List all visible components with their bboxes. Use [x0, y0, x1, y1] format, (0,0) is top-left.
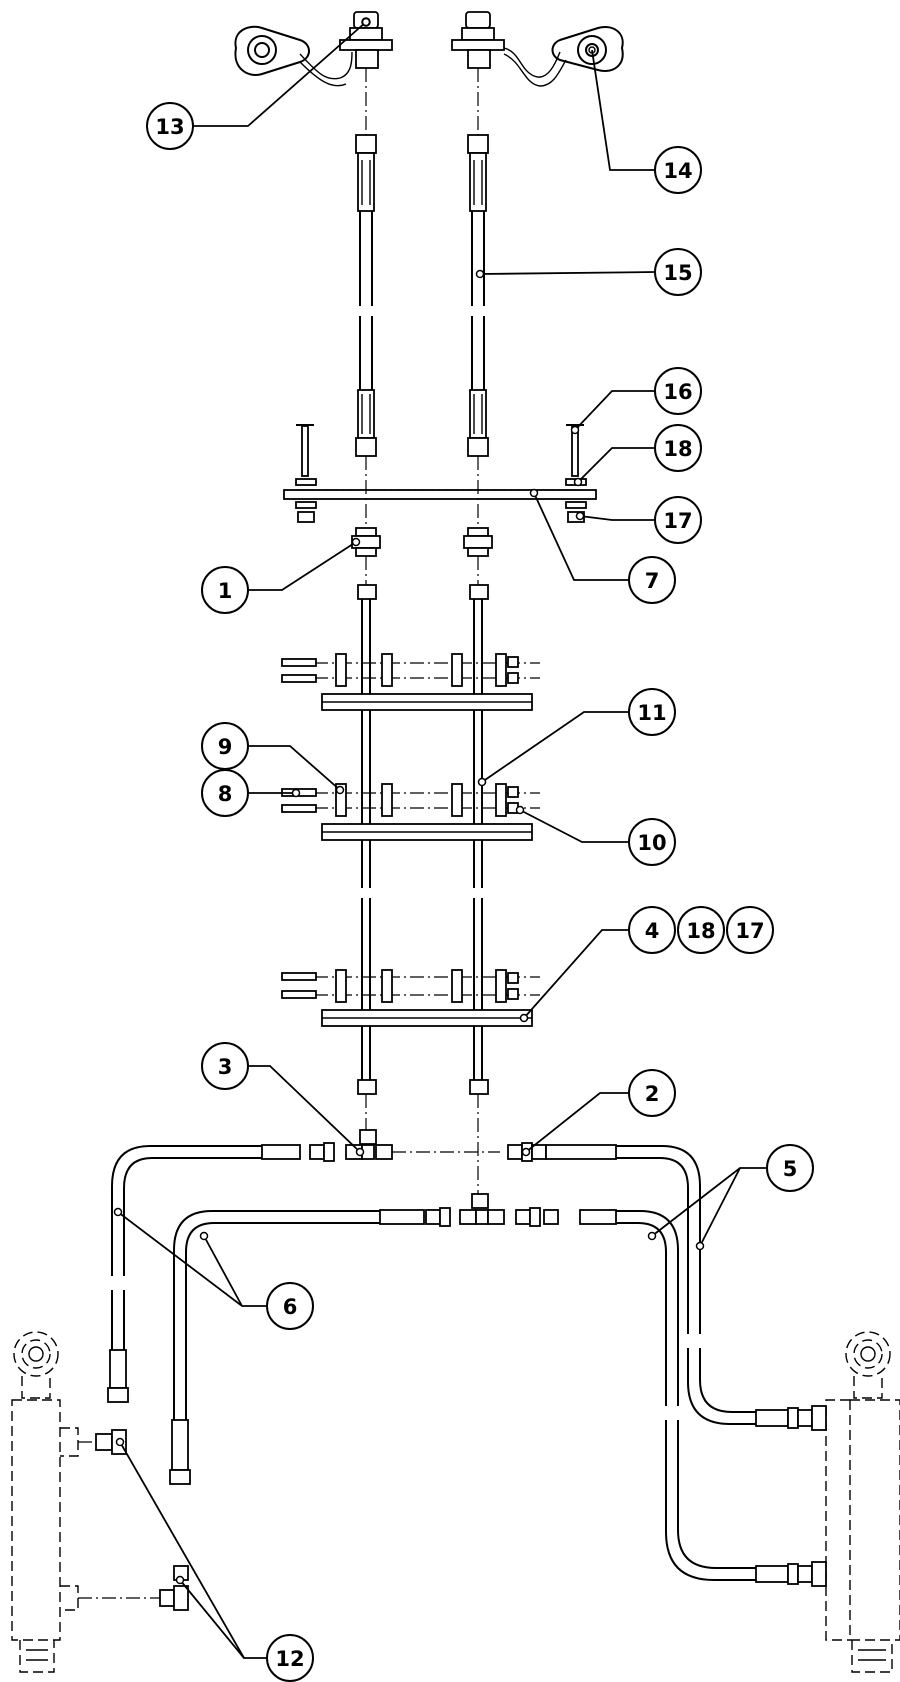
- svg-text:12: 12: [275, 1647, 304, 1671]
- clamp-assembly-lower: [281, 969, 540, 1027]
- callout-11: 11: [628, 688, 676, 736]
- right-plate-bolt: [565, 424, 587, 523]
- bulkhead-fitting-right: [463, 527, 493, 557]
- svg-text:15: 15: [663, 261, 692, 285]
- svg-text:17: 17: [735, 919, 764, 943]
- right-quick-coupler: [451, 11, 624, 87]
- upper-hose-right: [467, 134, 489, 457]
- svg-text:18: 18: [663, 437, 692, 461]
- callout-8: 8: [201, 769, 249, 817]
- callout-4: 4: [628, 906, 676, 954]
- svg-text:11: 11: [637, 701, 666, 725]
- left-plate-bolt: [295, 424, 317, 523]
- callout-3: 3: [201, 1042, 249, 1090]
- svg-text:10: 10: [637, 831, 666, 855]
- callout-4-18: 18: [677, 906, 725, 954]
- upper-hose-left: [355, 134, 377, 457]
- callout-14: 14: [654, 146, 702, 194]
- tee-fitting-lower: [425, 1193, 559, 1227]
- mounting-plate: [283, 489, 597, 500]
- callout-4-17: 17: [726, 906, 774, 954]
- callout-12: 12: [266, 1634, 314, 1682]
- callout-1: 1: [201, 566, 249, 614]
- callout-5: 5: [766, 1144, 814, 1192]
- callout-2: 2: [628, 1069, 676, 1117]
- hose-6-outer: [107, 1144, 301, 1403]
- callout-10: 10: [628, 818, 676, 866]
- leader-lines: [113, 17, 768, 1659]
- hose-6-inner: [169, 1209, 425, 1485]
- svg-text:9: 9: [218, 735, 233, 759]
- callout-7: 7: [628, 556, 676, 604]
- svg-text:3: 3: [218, 1055, 233, 1079]
- svg-text:1: 1: [218, 579, 233, 603]
- clamp-assembly-upper: [281, 653, 540, 711]
- svg-text:18: 18: [686, 919, 715, 943]
- callout-15: 15: [654, 248, 702, 296]
- callout-18: 18: [654, 424, 702, 472]
- svg-text:2: 2: [645, 1082, 660, 1106]
- svg-text:5: 5: [783, 1157, 798, 1181]
- callout-13: 13: [146, 102, 194, 150]
- svg-text:13: 13: [155, 115, 184, 139]
- svg-text:17: 17: [663, 509, 692, 533]
- svg-text:7: 7: [645, 569, 660, 593]
- callout-16: 16: [654, 367, 702, 415]
- callout-6: 6: [266, 1282, 314, 1330]
- callout-17: 17: [654, 496, 702, 544]
- svg-text:14: 14: [663, 159, 692, 183]
- right-cylinder: [811, 1331, 900, 1673]
- hose-5-inner: [579, 1209, 813, 1585]
- svg-text:8: 8: [218, 782, 233, 806]
- callout-9: 9: [201, 722, 249, 770]
- left-cylinder: [11, 1331, 189, 1673]
- tee-fitting-upper: [309, 1094, 547, 1194]
- clamp-assembly-middle: [281, 783, 540, 841]
- svg-text:6: 6: [283, 1295, 298, 1319]
- svg-text:16: 16: [663, 380, 692, 404]
- svg-text:4: 4: [645, 919, 660, 943]
- hose-5-outer: [545, 1144, 813, 1429]
